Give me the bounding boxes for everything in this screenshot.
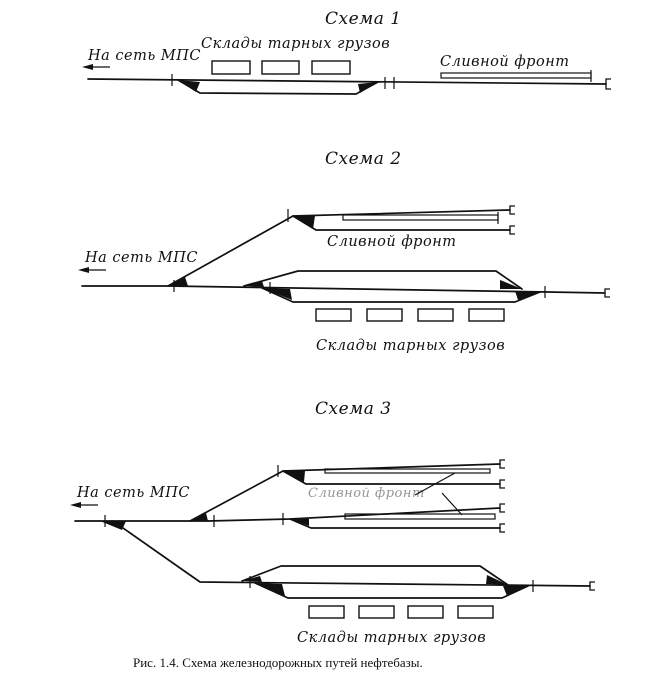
scheme-1-main-track [87,78,607,85]
scheme-2-main-track [81,285,606,294]
scheme-3-upper-branch [189,470,284,522]
scheme-3-title: Схема 3 [315,399,392,419]
scheme-1-drain-front [440,70,592,82]
scheme-2-warehouse-label: Склады тарных грузов [316,338,505,354]
scheme-3-switches [100,465,534,596]
scheme-1: Схема 1 Склады тарных грузов На сеть МПС… [82,9,611,95]
scheme-3-warehouse-label: Склады тарных грузов [297,630,486,646]
scheme-3: Схема 3 На сеть МПС Сливной фронт Склады… [70,399,595,646]
scheme-1-buffer-stop [605,78,611,90]
scheme-2-drain-track-1 [292,209,511,217]
scheme-1-title: Схема 1 [325,9,402,29]
scheme-1-switches [171,74,395,93]
scheme-3-network-label: На сеть МПС [76,485,190,501]
scheme-2-drain-label: Сливной фронт [327,234,457,250]
scheme-2-branch-track [167,215,294,287]
scheme-2-direction-arrow [78,267,106,273]
scheme-3-direction-arrow [70,502,98,508]
scheme-1-warehouses [211,60,351,75]
scheme-1-warehouse-label: Склады тарных грузов [201,36,390,52]
scheme-3-drain-track-4 [289,518,501,529]
scheme-2: Схема 2 На сеть МПС Сливной фронт Склады… [78,149,610,354]
scheme-3-drain-track-1 [282,463,501,472]
scheme-3-drain-fronts [324,468,496,520]
scheme-1-direction-arrow [82,64,110,70]
scheme-2-warehouses [315,308,505,322]
scheme-3-drain-label: Сливной фронт [308,486,425,501]
scheme-3-upper-loop [241,565,509,586]
scheme-3-warehouses [308,605,494,619]
scheme-1-network-label: На сеть МПС [87,48,201,64]
scheme-2-network-label: На сеть МПС [84,250,198,266]
scheme-3-lower-branch [112,520,591,587]
scheme-2-buffer-stops [509,205,610,298]
scheme-1-drain-label: Сливной фронт [440,54,570,70]
scheme-2-drain-track-2 [292,215,511,231]
figure-caption: Рис. 1.4. Схема железнодорожных путей не… [133,655,423,670]
scheme-3-buffer-stops [499,459,595,591]
scheme-2-title: Схема 2 [325,149,402,169]
scheme-2-switches [168,209,546,300]
scheme-2-drain-front [342,212,499,224]
scheme-2-lower-loop [261,287,541,303]
scheme-2-upper-loop [243,270,523,290]
